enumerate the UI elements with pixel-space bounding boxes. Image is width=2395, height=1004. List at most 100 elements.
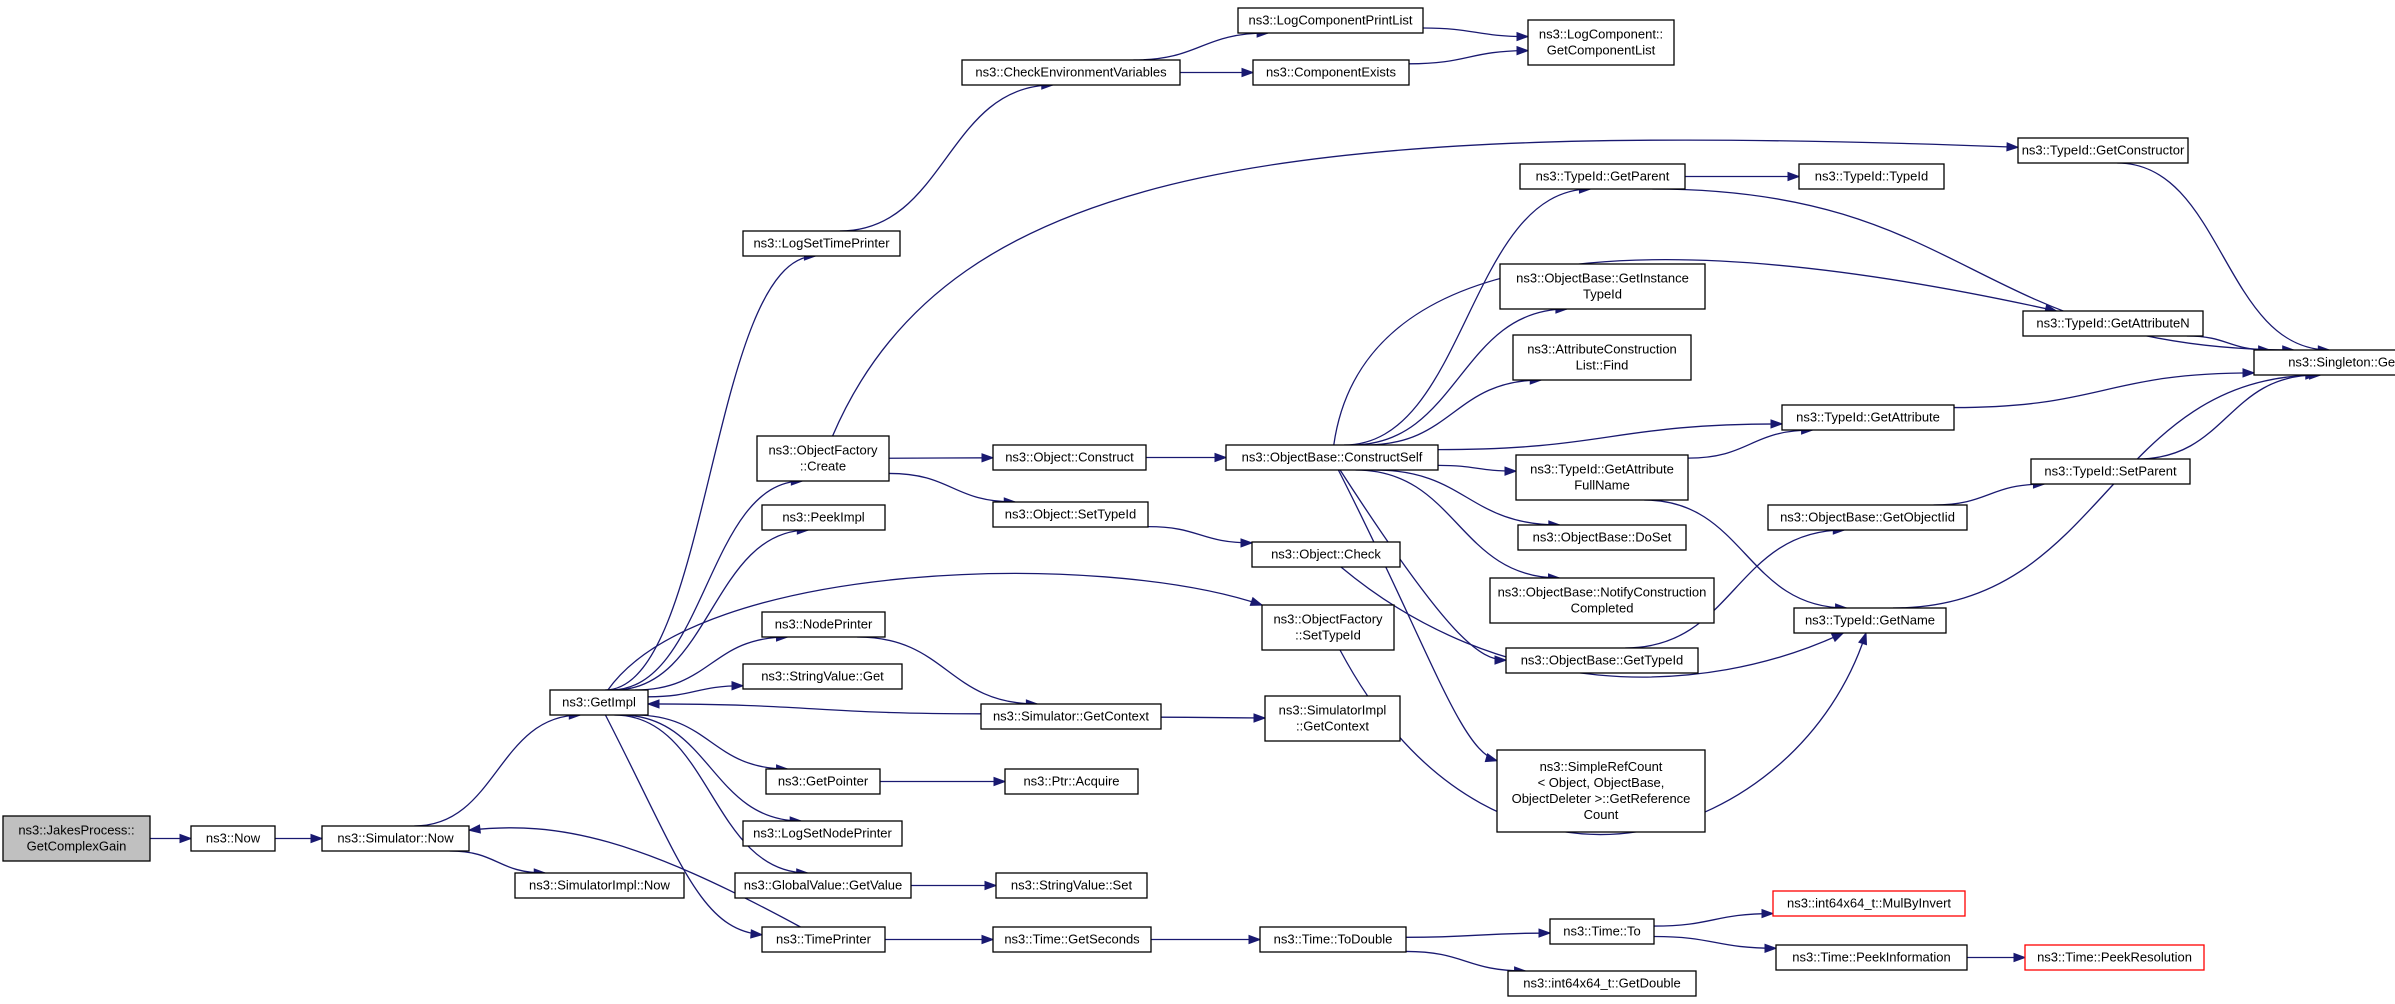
node-box: [742, 230, 901, 257]
node-peekres[interactable]: ns3::Time::PeekResolution: [2024, 944, 2205, 971]
node-tidgetattr[interactable]: ns3::TypeId::GetAttribute: [1781, 404, 1955, 431]
edge-obgetoiid-to-tidsetparent: [1933, 479, 2046, 506]
node-timeprinter[interactable]: ns3::TimePrinter: [761, 926, 886, 953]
edge-arrowhead: [1253, 713, 1267, 723]
node-i64getdouble[interactable]: ns3::int64x64_t::GetDouble: [1507, 970, 1697, 997]
node-logcompprint[interactable]: ns3::LogComponentPrintList: [1237, 7, 1424, 34]
edges-layer: [149, 27, 2331, 976]
node-objsettypeid[interactable]: ns3::Object::SetTypeId: [992, 501, 1149, 528]
node-obgetoiid[interactable]: ns3::ObjectBase::GetObjectIid: [1767, 504, 1968, 531]
node-box: [2017, 137, 2189, 164]
node-box: [995, 872, 1148, 899]
node-strset[interactable]: ns3::StringValue::Set: [995, 872, 1148, 899]
edge-line: [2117, 162, 2330, 351]
node-strget[interactable]: ns3::StringValue::Get: [742, 663, 903, 690]
edge-arrowhead: [1214, 452, 1228, 463]
node-peekimpl[interactable]: ns3::PeekImpl: [761, 504, 886, 531]
node-label: ns3::TypeId::GetAttributeN: [2036, 316, 2189, 331]
node-root[interactable]: ns3::JakesProcess::GetComplexGain: [2, 815, 151, 862]
node-simnow[interactable]: ns3::Simulator::Now: [321, 825, 470, 852]
node-getcomplist[interactable]: ns3::LogComponent::GetComponentList: [1527, 19, 1675, 66]
node-label: ns3::NodePrinter: [775, 617, 873, 632]
edge-line: [839, 84, 1053, 232]
edge-line: [1644, 499, 1847, 609]
node-box: [2022, 310, 2204, 337]
node-singleton[interactable]: ns3::Singleton::Get: [2253, 349, 2395, 376]
edge-simgetctx-to-getimpl: [646, 699, 982, 715]
node-label: ::SetTypeId: [1295, 628, 1361, 643]
node-label: ns3::Singleton::Get: [2288, 355, 2395, 370]
edge-now-to-simnow: [274, 833, 324, 844]
edge-getimpl-to-strget: [647, 681, 745, 698]
node-simgetctx[interactable]: ns3::Simulator::GetContext: [980, 703, 1162, 730]
edge-arrowhead: [1858, 631, 1868, 646]
node-logsettime[interactable]: ns3::LogSetTimePrinter: [742, 230, 901, 257]
node-tidgetctor[interactable]: ns3::TypeId::GetConstructor: [2017, 137, 2189, 164]
edge-timetodouble-to-timeto: [1405, 928, 1552, 938]
node-getimpl[interactable]: ns3::GetImpl: [549, 689, 649, 716]
edge-arrowhead: [1484, 753, 1499, 763]
node-timeto[interactable]: ns3::Time::To: [1549, 918, 1655, 945]
node-label: Completed: [1571, 601, 1634, 616]
edge-arrowhead: [2013, 952, 2027, 963]
node-obnotify[interactable]: ns3::ObjectBase::NotifyConstructionCompl…: [1489, 577, 1715, 624]
node-objconstruct[interactable]: ns3::Object::Construct: [992, 444, 1147, 471]
edge-line: [1625, 529, 1845, 649]
node-tidgetparent[interactable]: ns3::TypeId::GetParent: [1519, 163, 1686, 190]
node-label: ns3::ObjectBase::GetObjectIid: [1780, 510, 1955, 525]
node-checkenv[interactable]: ns3::CheckEnvironmentVariables: [961, 59, 1181, 86]
edge-line: [1687, 429, 1813, 459]
node-timetodouble[interactable]: ns3::Time::ToDouble: [1259, 926, 1407, 953]
node-box: [742, 663, 903, 690]
node-simpleref[interactable]: ns3::SimpleRefCount< Object, ObjectBase,…: [1496, 749, 1706, 833]
node-box: [1505, 647, 1699, 674]
node-mulbyinvert[interactable]: ns3::int64x64_t::MulByInvert: [1772, 890, 1966, 917]
node-simimplctx[interactable]: ns3::SimulatorImpl::GetContext: [1264, 695, 1401, 742]
node-constructself[interactable]: ns3::ObjectBase::ConstructSelf: [1225, 444, 1439, 471]
nodes-layer: ns3::JakesProcess::GetComplexGain ns3::No…: [2, 7, 2395, 997]
node-label: FullName: [1574, 478, 1630, 493]
node-box: [1507, 970, 1697, 997]
node-label: ns3::TypeId::GetAttribute: [1530, 462, 1674, 477]
node-label: GetComplexGain: [27, 839, 127, 854]
node-ofsettypeid[interactable]: ns3::ObjectFactory::SetTypeId: [1261, 604, 1395, 651]
node-tidgetattrn[interactable]: ns3::TypeId::GetAttributeN: [2022, 310, 2204, 337]
node-ptracquire[interactable]: ns3::Ptr::Acquire: [1004, 768, 1139, 795]
node-box: [514, 872, 685, 899]
node-getptr[interactable]: ns3::GetPointer: [765, 768, 881, 795]
edge-tidgetattr-to-singleton: [1953, 368, 2256, 409]
node-nodeprinter[interactable]: ns3::NodePrinter: [761, 611, 886, 638]
node-box: [1781, 404, 1955, 431]
node-label: ns3::StringValue::Set: [1011, 878, 1133, 893]
node-now[interactable]: ns3::Now: [190, 825, 276, 852]
node-tidsetparent[interactable]: ns3::TypeId::SetParent: [2030, 458, 2191, 485]
edge-line: [1337, 469, 1498, 762]
node-obdoset[interactable]: ns3::ObjectBase::DoSet: [1517, 524, 1687, 551]
node-timegetsec[interactable]: ns3::Time::GetSeconds: [992, 926, 1152, 953]
node-obgettid[interactable]: ns3::ObjectBase::GetTypeId: [1505, 647, 1699, 674]
node-simimplnow[interactable]: ns3::SimulatorImpl::Now: [514, 872, 685, 899]
edge-getimpl-to-getptr: [634, 714, 790, 774]
node-ofcreate[interactable]: ns3::ObjectFactory::Create: [756, 435, 890, 482]
node-box: [980, 703, 1162, 730]
node-timepeekinfo[interactable]: ns3::Time::PeekInformation: [1775, 944, 1968, 971]
node-label: ns3::SimulatorImpl::Now: [529, 878, 670, 893]
node-tidgetname[interactable]: ns3::TypeId::GetName: [1793, 607, 1947, 634]
edge-tidgetattrfull-to-tidgetattr: [1687, 425, 1815, 459]
node-label: ns3::LogComponent::: [1539, 27, 1663, 42]
edge-line: [1147, 525, 1253, 544]
edge-arrowhead: [646, 699, 660, 709]
node-tidtypeid[interactable]: ns3::TypeId::TypeId: [1798, 163, 1945, 190]
node-label: ns3::TypeId::GetConstructor: [2022, 143, 2185, 158]
edge-line: [1405, 950, 1526, 972]
node-label: ns3::LogSetTimePrinter: [753, 236, 890, 251]
node-objcheck[interactable]: ns3::Object::Check: [1251, 541, 1401, 568]
node-logsetnode[interactable]: ns3::LogSetNodePrinter: [742, 820, 903, 847]
node-gvgetvalue[interactable]: ns3::GlobalValue::GetValue: [734, 872, 912, 899]
node-compexists[interactable]: ns3::ComponentExists: [1252, 59, 1410, 86]
node-label: ::Create: [800, 459, 846, 474]
